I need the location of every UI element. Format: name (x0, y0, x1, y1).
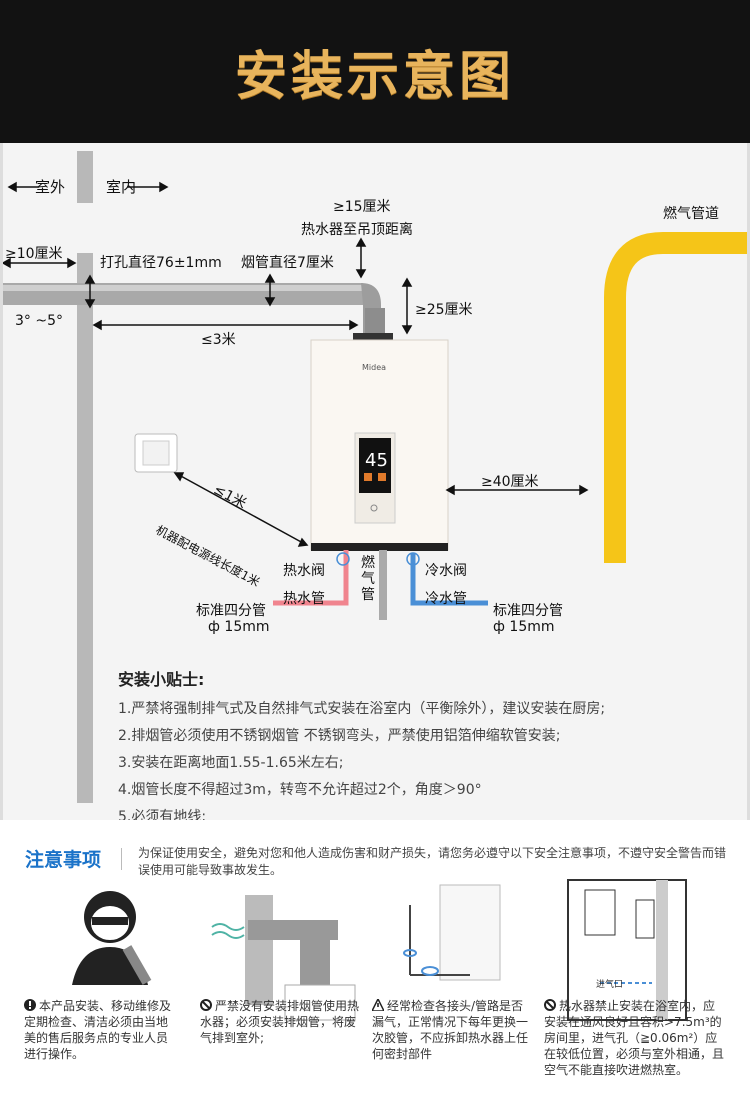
air-inlet-label: 进气口 (596, 980, 624, 990)
note-item: 热水器禁止安装在浴室内，应安装在通风良好且容积>7.5m³的房间里，进气孔（≧0… (544, 999, 725, 1077)
elbow-min-label: ≥25厘米 (415, 302, 473, 318)
wall (77, 253, 93, 803)
dia-right-label: ф 15mm (493, 619, 555, 635)
hot-valve-label: 热水阀 (283, 563, 325, 579)
std-pipe-right-label: 标准四分管 (493, 603, 563, 619)
gas-pipe-label: 燃 气 管 (361, 555, 375, 603)
note-item: 严禁没有安装排烟管使用热水器；必须安装排烟管，将废气排到室外; (200, 999, 360, 1045)
hot-pipe-line (273, 550, 349, 606)
notes-description: 为保证使用安全，避免对您和他人造成伤害和财产损失，请您务必遵守以下安全注意事项，… (138, 846, 727, 877)
tips-title: 安装小贴士: (118, 670, 205, 689)
gas-pipeline-label: 燃气管道 (663, 206, 719, 222)
note-item: 本产品安装、移动维修及定期检查、清洁必须由当地美的售后服务点的专业人员进行操作。 (24, 999, 172, 1061)
prohibited-icon (200, 999, 212, 1011)
diagram-drawing (3, 151, 747, 803)
notes-title: 注意事项 (25, 849, 102, 871)
tip-item: 4.烟管长度不得超过3m，转弯不允许超过2个，角度＞90° (118, 782, 482, 798)
page-header: 安装示意图 (0, 0, 750, 143)
slope-label: 3° ~5° (15, 313, 63, 329)
room-illustration (567, 879, 687, 1021)
page-title: 安装示意图 (234, 47, 515, 107)
tip-item: 2.排烟管必须使用不锈钢烟管 不锈钢弯头，严禁使用铝箔伸缩软管安装; (118, 728, 561, 744)
caution-triangle-icon (370, 997, 386, 1012)
heater-check-illustration (403, 884, 501, 981)
heater-display (359, 438, 391, 493)
note-item: 经常检查各接头/管路是否漏气，正常情况下每年更换一次胶管，不应拆卸热水器上任何密… (370, 997, 529, 1061)
tip-item: 1.严禁将强制排气式及自然排气式安装在浴室内（平衡除外），建议安装在厨房; (118, 701, 606, 717)
safety-notes: 注意事项 为保证使用安全，避免对您和他人造成伤害和财产损失，请您务必遵守以下安全… (0, 820, 750, 1114)
dia-left-label: ф 15mm (208, 619, 270, 635)
heater-brand: Midea (362, 363, 387, 372)
display-temp: 45 (365, 450, 388, 471)
gas-pipeline (604, 232, 747, 563)
outdoor-label: 室外 (35, 178, 66, 196)
installation-tips: 安装小贴士: 1.严禁将强制排气式及自然排气式安装在浴室内（平衡除外），建议安装… (118, 666, 718, 831)
wall-top (77, 151, 93, 203)
side-min-label: ≥40厘米 (481, 474, 539, 490)
cold-pipe-line (410, 553, 488, 606)
hole-diameter-label: 打孔直径76±1mm (100, 255, 222, 271)
hot-pipe-label: 热水管 (283, 591, 325, 607)
flue-illustration (211, 895, 356, 1021)
horizontal-max-label: ≤3米 (201, 332, 236, 348)
ceiling-label: 热水器至吊顶距离 (301, 222, 413, 238)
outer-min-label: ≥10厘米 (5, 246, 63, 262)
gas-pipe-line (379, 550, 387, 620)
flue-diameter-label: 烟管直径7厘米 (241, 255, 334, 271)
cold-pipe-label: 冷水管 (425, 591, 467, 607)
prohibited-icon (544, 999, 556, 1011)
notes-divider (121, 848, 122, 870)
indoor-label: 室内 (106, 178, 137, 196)
notes-illustrations (72, 879, 687, 1021)
warning-circle-icon (24, 999, 36, 1011)
cold-valve-label: 冷水阀 (425, 563, 467, 579)
tip-item: 3.安装在距离地面1.55-1.65米左右; (118, 755, 344, 771)
installation-diagram: 室外 室内 ≥10厘米 打孔直径76±1mm 烟管直径7厘米 3° ~5° ≤3… (0, 143, 750, 820)
worker-illustration (72, 891, 152, 985)
ceiling-min-label: ≥15厘米 (333, 199, 391, 215)
std-pipe-left-label: 标准四分管 (196, 603, 266, 619)
